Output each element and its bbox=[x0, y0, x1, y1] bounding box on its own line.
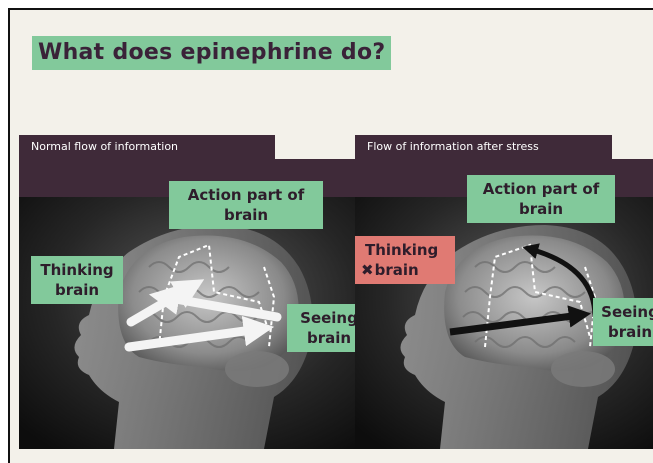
stress-flow-header: Flow of information after stress bbox=[355, 135, 612, 159]
slide-title: What does epinephrine do? bbox=[32, 36, 391, 70]
x-mark-icon: ✖ bbox=[361, 261, 374, 279]
thinking-brain-text: Thinking brain bbox=[40, 261, 113, 299]
seeing-brain-text: Seeing brain bbox=[601, 303, 653, 341]
thinking-brain-line2: ✖brain bbox=[361, 260, 449, 280]
normal-flow-panel: Normal flow of information bbox=[19, 135, 355, 449]
seeing-brain-text: Seeing brain bbox=[300, 309, 355, 347]
brain-text: brain bbox=[375, 261, 419, 279]
seeing-brain-label: Seeing brain bbox=[593, 298, 653, 346]
stress-flow-panel: Flow of information after stress bbox=[355, 135, 653, 449]
action-part-label: Action part of brain bbox=[169, 181, 323, 229]
action-part-label: Action part of brain bbox=[467, 175, 615, 223]
action-part-text: Action part of brain bbox=[483, 180, 600, 218]
thinking-text: Thinking bbox=[361, 240, 449, 260]
thinking-brain-label: Thinking brain bbox=[31, 256, 123, 304]
thinking-brain-blocked-label: Thinking ✖brain bbox=[355, 236, 455, 284]
slide-footer bbox=[10, 449, 653, 463]
action-part-text: Action part of brain bbox=[188, 186, 305, 224]
normal-flow-header: Normal flow of information bbox=[19, 135, 275, 159]
seeing-brain-label: Seeing brain bbox=[287, 304, 355, 352]
slide: What does epinephrine do? Normal flow of… bbox=[8, 8, 653, 463]
